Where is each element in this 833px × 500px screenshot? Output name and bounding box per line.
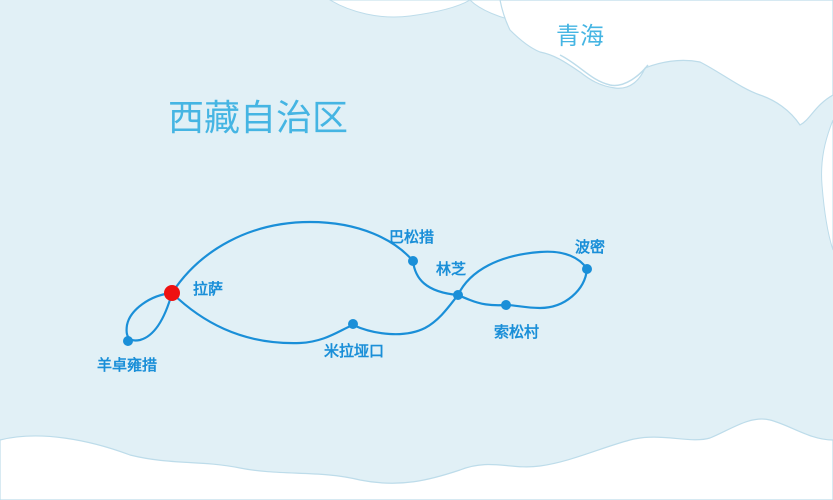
route-mila-nyingchi <box>351 293 460 336</box>
outside-area-south <box>0 418 833 500</box>
stop-label-nyingchi: 林芝 <box>436 260 466 278</box>
stop-marker-mila[interactable] <box>348 319 358 329</box>
region-label-qinghai: 青海 <box>556 22 604 50</box>
stop-marker-suosong[interactable] <box>501 300 511 310</box>
start-marker-lhasa[interactable] <box>164 285 180 301</box>
stop-label-bomi: 波密 <box>575 238 605 256</box>
stop-marker-nyingchi[interactable] <box>453 290 463 300</box>
stop-label-mila: 米拉垭口 <box>324 342 384 360</box>
outside-area-northeast <box>499 0 833 126</box>
province-border <box>559 54 649 87</box>
region-label-tibet: 西藏自治区 <box>168 98 348 139</box>
stop-label-basongcuo: 巴松措 <box>389 228 434 246</box>
stop-label-yamdrok: 羊卓雍措 <box>97 356 157 374</box>
stop-label-suosong: 索松村 <box>494 323 539 341</box>
stop-label-lhasa: 拉萨 <box>193 280 223 298</box>
stop-marker-bomi[interactable] <box>582 264 592 274</box>
stop-marker-basongcuo[interactable] <box>408 256 418 266</box>
stop-marker-yamdrok[interactable] <box>123 336 133 346</box>
route-nyingchi-bomi <box>456 250 589 297</box>
route-lhasa-mila <box>170 291 355 345</box>
outside-area-east <box>821 119 833 251</box>
route-lhasa-basongcuo <box>170 220 415 295</box>
